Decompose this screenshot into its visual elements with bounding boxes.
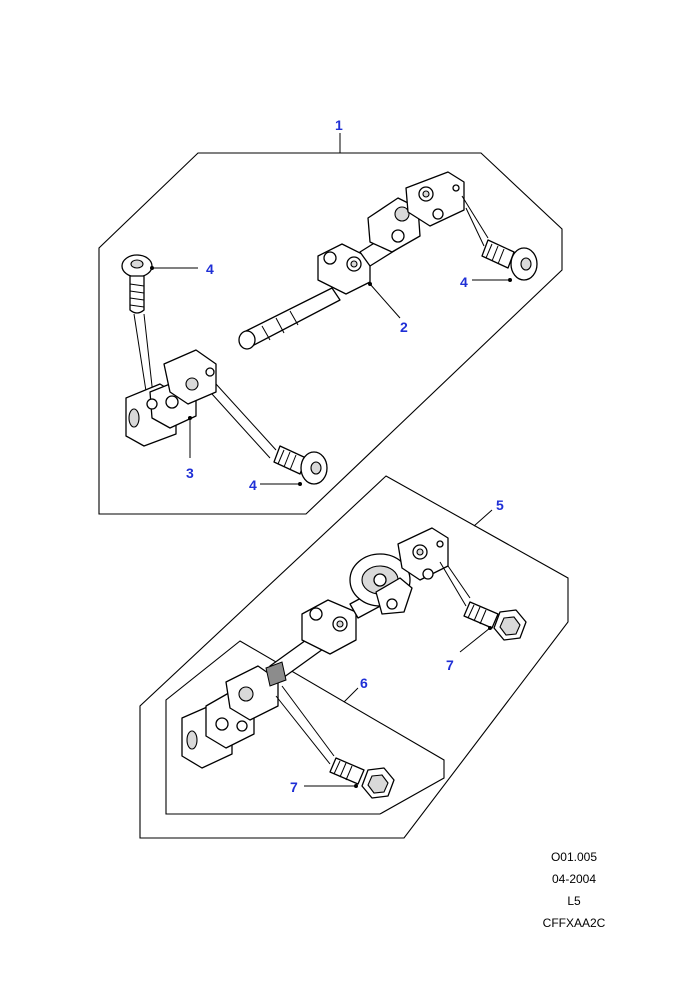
reference-date: 04-2004 [551,872,597,886]
callout-5[interactable]: 5 [496,497,504,513]
bolt-part-4-upper-left [121,254,153,314]
reference-variant: L5 [567,894,581,908]
lower-joint-part-6 [181,661,287,769]
bolt-part-4-right [481,239,538,281]
callout-2[interactable]: 2 [400,319,408,335]
drawing-reference-block: O01.005 04-2004 L5 CFFXAA2C [514,846,634,934]
callout-7-upper[interactable]: 7 [446,657,454,673]
universal-joint-part-3 [125,349,217,458]
assembly-frame-5 [139,475,569,839]
callout-4-lower[interactable]: 4 [249,477,257,493]
callout-7-lower[interactable]: 7 [290,779,298,795]
intermediate-shaft-part-2 [238,171,465,350]
assembly-frame-1 [98,152,563,515]
reference-drawing-id: CFFXAA2C [542,916,606,930]
callout-4-right[interactable]: 4 [460,274,468,290]
bolt-part-7-lower [329,757,395,799]
assembly-frame-6 [165,640,445,815]
bolt-part-4-lower [273,445,328,485]
steering-shaft-part-5 [269,527,449,681]
callout-4-upper-left[interactable]: 4 [206,261,214,277]
callout-6[interactable]: 6 [360,675,368,691]
bolt-part-7-upper [463,601,527,641]
reference-code: O01.005 [550,850,598,864]
callout-1[interactable]: 1 [335,117,343,133]
callout-3[interactable]: 3 [186,465,194,481]
